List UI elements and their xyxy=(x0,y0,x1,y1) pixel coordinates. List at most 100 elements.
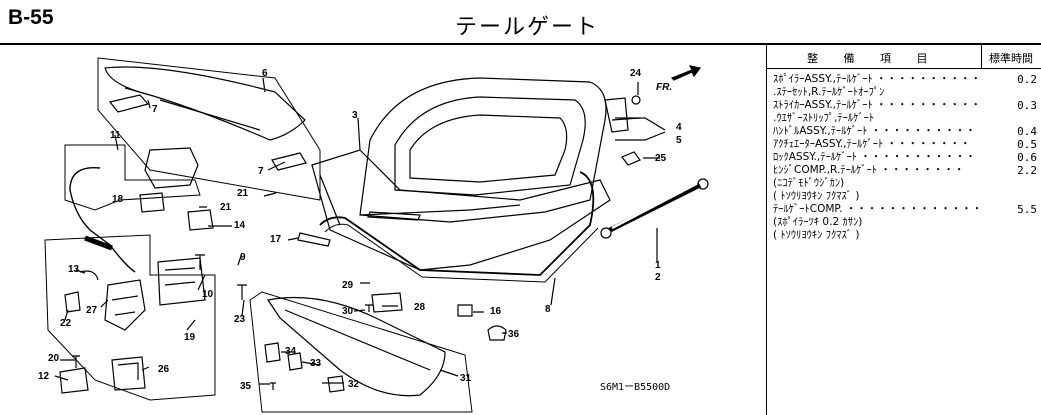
callout-7b: 7 xyxy=(258,166,264,177)
callout-3: 3 xyxy=(352,110,358,121)
row-time: 0.5 xyxy=(1017,138,1037,151)
row-description: ( ﾄｿｳﾘﾖｳｷﾝ ﾌｸﾏｽﾞ ) xyxy=(773,229,860,241)
callout-17: 17 xyxy=(270,234,282,245)
row-description: ﾋﾝｼﾞCOMP.,R.ﾃｰﾙｹﾞｰﾄ ・・・・・・・・ xyxy=(773,164,965,176)
spoiler-bracket-right xyxy=(271,152,307,171)
row-description: ﾊﾝﾄﾞﾙASSY.,ﾃｰﾙｹﾞｰﾄ ・・・・・・・・・・ xyxy=(773,125,976,137)
row-description: ｱｸﾁｪｴｰﾀｰASSY.,ﾃｰﾙｹﾞｰﾄ ・・・・・・・・ xyxy=(773,138,971,150)
hinge-callout-bracket xyxy=(615,117,666,141)
callout-19: 19 xyxy=(184,332,196,343)
callout-28: 28 xyxy=(414,302,426,313)
spoiler-group-outline xyxy=(97,57,321,201)
part-22 xyxy=(64,291,81,313)
callout-4: 4 xyxy=(676,122,682,133)
callout-18: 18 xyxy=(112,194,124,205)
header-divider xyxy=(0,43,1041,45)
callout-9: 9 xyxy=(240,252,246,263)
callout-14: 14 xyxy=(234,220,246,231)
weatherstrip xyxy=(319,171,595,276)
part-36 xyxy=(487,325,507,341)
tailgate-parts-diagram: 6 7 7 3 24 FR. 4 5 25 11 21 18 21 14 17 … xyxy=(38,57,709,413)
row-description: ｽﾄﾗｲｶｰASSY.,ﾃｰﾙｹﾞｰﾄ ・・・・・・・・・・ xyxy=(773,99,982,111)
tailgate-garnish xyxy=(266,296,446,397)
callout-22: 22 xyxy=(60,318,72,329)
header-divider xyxy=(981,45,982,68)
row-description: ﾛｯｸASSY.,ﾃｰﾙｹﾞｰﾄ ・・・・・・・・・・・ xyxy=(773,151,976,163)
part-34 xyxy=(264,342,281,363)
callout-16: 16 xyxy=(490,306,502,317)
callout-26: 26 xyxy=(158,364,170,375)
diagram-ref-code: S6M1ーB5500D xyxy=(600,382,671,393)
callout-25: 25 xyxy=(655,153,667,164)
tailgate-frame xyxy=(359,77,607,223)
table-divider xyxy=(766,45,767,415)
striker xyxy=(111,356,146,391)
fr-arrow-icon xyxy=(670,65,702,81)
part-14 xyxy=(187,209,214,231)
callout-35: 35 xyxy=(240,381,252,392)
tailgate-latch xyxy=(104,279,146,331)
garnish-group-outline xyxy=(249,291,473,413)
callout-1: 1 xyxy=(655,260,661,271)
callout-7a: 7 xyxy=(152,104,158,115)
callout-33: 33 xyxy=(310,358,322,369)
spoiler-bracket-left xyxy=(108,94,150,113)
callout-29: 29 xyxy=(342,280,354,291)
part-12 xyxy=(59,367,89,394)
row-description: .ｽﾃｰｾｯﾄ,R.ﾃｰﾙｹﾞｰﾄｵｰﾌﾟﾝ xyxy=(773,86,885,98)
part-33 xyxy=(287,352,303,371)
table-row: ﾃｰﾙｹﾞｰﾄCOMP. ・・・・・・・・・・・・・ 5.5 xyxy=(773,203,1037,216)
table-row: .ｳｴｻﾞｰｽﾄﾘｯﾌﾟ,ﾃｰﾙｹﾞｰﾄ xyxy=(773,112,1037,125)
header-item: 整 備 項 目 xyxy=(807,52,939,65)
tailgate-handle xyxy=(144,147,199,189)
table-row: ﾊﾝﾄﾞﾙASSY.,ﾃｰﾙｹﾞｰﾄ ・・・・・・・・・・ 0.4 xyxy=(773,125,1037,138)
row-description: ( ﾄｿｳﾘﾖｳｷﾝ ﾌｸﾏｽﾞ ) xyxy=(773,190,860,202)
row-description: ｽﾎﾟｲﾗｰASSY.,ﾃｰﾙｹﾞｰﾄ ・・・・・・・・・・ xyxy=(773,73,982,85)
tailgate-panel xyxy=(311,149,611,271)
callout-10: 10 xyxy=(202,289,214,300)
callout-30: 30 xyxy=(342,306,354,317)
part-17 xyxy=(297,232,331,247)
table-row: ( ﾄｿｳﾘﾖｳｷﾝ ﾌｸﾏｽﾞ ) xyxy=(773,190,1037,203)
table-row: ﾛｯｸASSY.,ﾃｰﾙｹﾞｰﾄ ・・・・・・・・・・・ 0.6 xyxy=(773,151,1037,164)
table-row: (ﾆｺﾃﾞﾓﾄﾞｳｼﾞｶﾝ) xyxy=(773,177,1037,190)
part-28 xyxy=(371,292,403,313)
callout-13: 13 xyxy=(68,264,80,275)
fr-label: FR. xyxy=(656,82,672,93)
callout-5: 5 xyxy=(676,135,682,146)
table-header: 整 備 項 目 標準時間 xyxy=(767,45,1041,69)
row-time: 2.2 xyxy=(1017,164,1037,177)
table-row: ｽﾄﾗｲｶｰASSY.,ﾃｰﾙｹﾞｰﾄ ・・・・・・・・・・0.3 xyxy=(773,99,1037,112)
row-time: 0.2 xyxy=(1017,73,1037,86)
table-row: ｽﾎﾟｲﾗｰASSY.,ﾃｰﾙｹﾞｰﾄ ・・・・・・・・・・ 0.2 xyxy=(773,73,1037,86)
callout-36: 36 xyxy=(508,329,520,340)
part-18 xyxy=(139,192,165,213)
header-time: 標準時間 xyxy=(989,52,1033,65)
callout-23: 23 xyxy=(234,314,246,325)
row-time: 0.4 xyxy=(1017,125,1037,138)
callout-12: 12 xyxy=(38,371,50,382)
part-16 xyxy=(457,304,473,317)
callout-8: 8 xyxy=(545,304,551,315)
callout-32: 32 xyxy=(348,379,360,390)
table-row: (ｽﾎﾟｲﾗｰﾂｷ 0.2 ｶｻﾝ) xyxy=(773,216,1037,229)
table-row: ﾋﾝｼﾞCOMP.,R.ﾃｰﾙｹﾞｰﾄ ・・・・・・・・ 2.2 xyxy=(773,164,1037,177)
row-description: ﾃｰﾙｹﾞｰﾄCOMP. ・・・・・・・・・・・・・ xyxy=(773,203,983,215)
callout-27: 27 xyxy=(86,305,98,316)
row-time: 5.5 xyxy=(1017,203,1037,216)
callout-6: 6 xyxy=(262,68,268,79)
release-cable xyxy=(69,166,136,273)
handle-group-outline xyxy=(64,144,201,211)
callout-24: 24 xyxy=(630,68,642,79)
callout-11: 11 xyxy=(110,130,121,141)
row-description: .ｳｴｻﾞｰｽﾄﾘｯﾌﾟ,ﾃｰﾙｹﾞｰﾄ xyxy=(773,112,875,124)
callout-21a: 21 xyxy=(237,188,249,199)
lock-group-outline xyxy=(44,234,216,401)
page-title: テールゲート xyxy=(455,15,600,40)
callout-34: 34 xyxy=(285,346,297,357)
callout-2: 2 xyxy=(655,272,661,283)
row-description: (ｽﾎﾟｲﾗｰﾂｷ 0.2 ｶｻﾝ) xyxy=(773,216,863,228)
page-code: B-55 xyxy=(8,6,54,29)
row-time: 0.6 xyxy=(1017,151,1037,164)
labor-time-table: 整 備 項 目 標準時間 ｽﾎﾟｲﾗｰASSY.,ﾃｰﾙｹﾞｰﾄ ・・・・・・・… xyxy=(767,45,1041,415)
